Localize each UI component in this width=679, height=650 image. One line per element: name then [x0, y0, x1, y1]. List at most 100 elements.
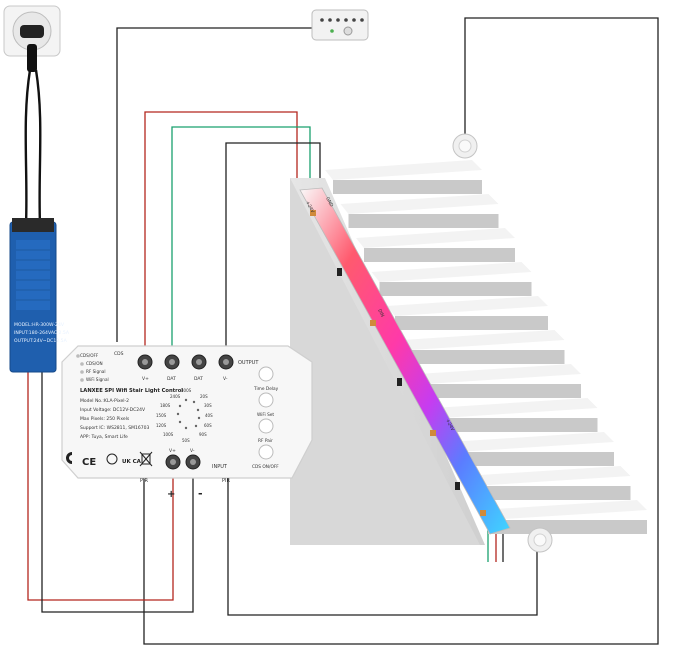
dial-240s: 240S [170, 394, 181, 399]
led-label-wifi-signal: WiFi Signal [86, 377, 109, 382]
stair-riser [472, 486, 631, 500]
controller-ic: Support IC: WS2811, SM16703 [80, 425, 149, 431]
dial-150s: 150S [156, 413, 167, 418]
stair-tread [387, 296, 548, 316]
led-label-cds-on: CDS/ON [86, 361, 103, 366]
dial-60s: 60S [204, 423, 212, 428]
cds-onoff-label: CDS ON/OFF [252, 464, 279, 470]
rf-pair-label: RF Pair [258, 438, 273, 444]
psu-input: INPUT:180-264VAC 2.5A [14, 330, 70, 336]
terminal-dat-2: DAT [194, 376, 203, 382]
psu-output: OUTPUT:24V~DC12.5A [14, 338, 68, 344]
wire-receiver-black [116, 27, 323, 342]
cds-onoff-button[interactable]: CDS ON/OFF [252, 444, 279, 470]
strip-label-1: +24V [304, 200, 316, 215]
recycle-bin-icon [139, 451, 153, 467]
certification-marks: CE UK CA [66, 451, 153, 468]
terminal-vminus: V- [223, 376, 228, 382]
stair-riser [410, 350, 565, 364]
strip-label-4: +24V [444, 418, 456, 433]
input-terminals: V+ V- INPUT PIR PIR [140, 448, 230, 484]
stair-riser [457, 452, 614, 466]
pir-sensor-top [452, 133, 478, 159]
polarity-minus: - [198, 487, 203, 500]
stair-tread [356, 228, 515, 248]
strip-label-3: DIN [376, 308, 385, 318]
controller-pixels: Max Pixels: 250 Pixels [80, 416, 130, 422]
led-strip: +24V GND DIN +24V [299, 187, 511, 535]
dial-100s: 100S [163, 432, 174, 437]
wire-red-top [144, 111, 298, 352]
terminal-bottom-vplus: V+ [169, 448, 176, 454]
controller-title: LANXEE SPI Wifi Stair Light Control [80, 388, 183, 394]
stair-tread [449, 432, 614, 452]
dial-120s: 120S [156, 423, 167, 428]
ce-mark: CE [82, 457, 96, 468]
plug-cable [24, 69, 32, 226]
led-label-cds-off: CDS/OFF [80, 353, 99, 358]
dial-300s: 300S [181, 388, 192, 393]
input-label: INPUT [212, 464, 228, 470]
dial-30s: 30S [204, 403, 212, 408]
controller-body [61, 345, 313, 479]
wire-black-top [225, 142, 321, 352]
controller-model: Model No.:KLA-Pixel-2 [80, 398, 129, 404]
stair-tread [402, 330, 565, 350]
dial-180s: 180S [160, 403, 171, 408]
wire-green-top [171, 126, 311, 352]
dial-50s: 50S [182, 438, 190, 443]
wire-psu-black [41, 372, 194, 613]
stair-riser [379, 282, 532, 296]
psu-model: MODEL:HR-300W-24V [14, 322, 65, 328]
dial-90s: 90S [199, 432, 207, 437]
wire-pir-top [143, 17, 659, 645]
wires [24, 17, 659, 645]
dial-20s: 20S [200, 394, 208, 399]
controller-voltage: Input Voltage: DC12V-DC24V [80, 407, 146, 413]
led-label-rf-signal: RF Signal [86, 369, 106, 374]
controller: CDS CDS/OFF CDS/ON RF Signal WiFi Signal… [61, 345, 313, 484]
rf-receiver [311, 9, 369, 41]
stair-riser [441, 418, 598, 432]
terminal-vplus: V+ [142, 376, 149, 382]
pir-left-label: PIR [140, 478, 148, 484]
controller-app: APP: Tuya, Smart Life [80, 434, 128, 440]
output-label: OUTPUT [238, 360, 259, 366]
led-strip-body [299, 187, 511, 535]
output-terminals: V+ DAT DAT V- OUTPUT [137, 354, 259, 382]
power-supply: MODEL:HR-300W-24V INPUT:180-264VAC 2.5A … [9, 218, 70, 373]
time-dial: 240S 300S 20S 180S 30S 150S 40S 120S 60S… [156, 388, 213, 443]
dial-40s: 40S [205, 413, 213, 418]
stair-tread [325, 160, 482, 180]
wifi-set-label: WiFi Set [257, 412, 274, 418]
stair-tread [464, 466, 631, 486]
stair-tread [433, 398, 598, 418]
time-delay-label: Time Delay [253, 386, 279, 392]
polarity-plus: + [167, 489, 175, 500]
wifi-set-button[interactable]: WiFi Set [257, 392, 274, 418]
pir-sensor-bottom [527, 527, 553, 553]
stair-tread [340, 194, 499, 214]
terminal-bottom-vminus: V- [190, 448, 195, 454]
terminal-dat-1: DAT [167, 376, 176, 382]
stair-riser [333, 180, 482, 194]
cds-label: CDS [114, 351, 124, 357]
rf-pair-button[interactable]: RF Pair [258, 418, 274, 444]
stair-tread [480, 500, 647, 520]
stair-riser [488, 520, 647, 534]
stair-riser [426, 384, 581, 398]
stair-tread [418, 364, 581, 384]
stair-riser [395, 316, 548, 330]
stair-tread [371, 262, 532, 282]
stair-riser [348, 214, 499, 228]
time-delay-button[interactable]: Time Delay [253, 366, 279, 392]
wire-pir-bottom [227, 470, 538, 616]
stair-riser [364, 248, 515, 262]
wire-psu-red [27, 372, 174, 601]
controller-buttons: Time Delay WiFi Set RF Pair CDS ON/OFF [252, 366, 279, 470]
ukca-mark: UK CA [122, 459, 142, 465]
wall-socket [3, 5, 61, 72]
strip-label-2: GND [324, 196, 334, 208]
pir-right-label: PIR [222, 478, 230, 484]
